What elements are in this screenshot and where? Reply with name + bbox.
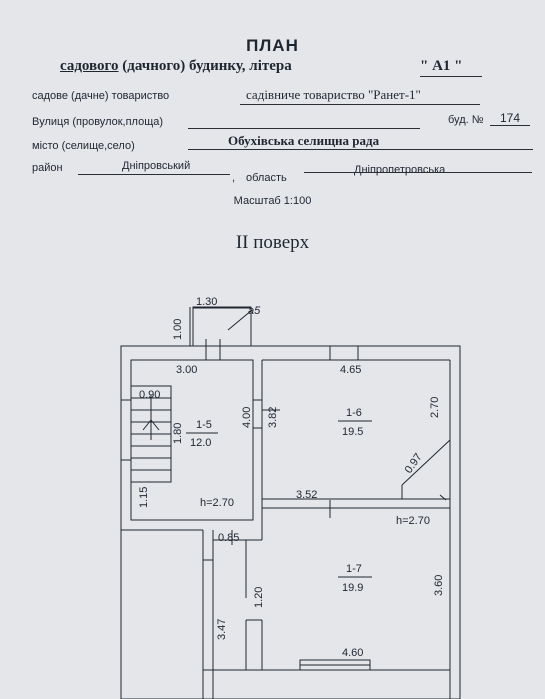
comma: , xyxy=(232,172,236,184)
scale-label: Масштаб 1:100 xyxy=(233,195,312,207)
room-1-6-corner xyxy=(401,439,451,486)
region-value: Дніпропетровська xyxy=(354,164,446,176)
porch-a5 xyxy=(192,306,252,347)
document-title: ПЛАН xyxy=(246,36,299,55)
building-value: 174 xyxy=(500,111,521,125)
district-label: район xyxy=(32,162,63,174)
dim-tick xyxy=(439,494,447,501)
stair-arrow-head xyxy=(142,419,160,431)
dim-room6-left: 3.82 xyxy=(267,407,279,428)
room-1-7-area: 19.9 xyxy=(342,582,363,594)
dim-room5-width: 3.00 xyxy=(176,364,197,376)
room-1-6-area: 19.5 xyxy=(342,426,363,438)
room67-height-label: h=2.70 xyxy=(396,515,430,527)
porch-label: а5 xyxy=(248,305,261,317)
room5-height-label: h=2.70 xyxy=(200,497,234,509)
subtitle-prefix: садового xyxy=(60,58,119,74)
dim-room5-height: 4.00 xyxy=(241,407,253,428)
window-left xyxy=(120,399,132,461)
outer-wall-outline xyxy=(120,345,461,699)
region-label: область xyxy=(246,172,287,184)
dim-stair-length: 1.80 xyxy=(172,423,184,444)
society-value: садівниче товариство "Ранет-1" xyxy=(246,87,421,102)
dim-room7-width: 4.60 xyxy=(342,647,363,659)
window-top xyxy=(329,345,359,361)
society-underline xyxy=(240,104,480,105)
street-underline xyxy=(188,128,420,129)
region-underline xyxy=(304,172,532,173)
room-1-6-number: 1-6 xyxy=(346,407,362,419)
document-subtitle: садового (дачного) будинку, літера xyxy=(60,58,292,75)
district-value: Дніпровський xyxy=(122,160,191,172)
dim-room6-width: 4.65 xyxy=(340,364,361,376)
floor-title: II поверх xyxy=(235,232,310,253)
dim-room6-right: 2.70 xyxy=(429,397,441,418)
building-underline xyxy=(490,125,530,126)
litera-value: " А1 " xyxy=(420,58,463,74)
litera-underline xyxy=(420,76,482,77)
dim-porch-depth: 1.00 xyxy=(172,319,184,340)
subtitle-middle: (дачного) будинку, літера xyxy=(118,58,292,74)
city-value: Обухівська селищна рада xyxy=(228,133,380,148)
room-1-7-number: 1-7 xyxy=(346,563,362,575)
window-left-lower xyxy=(202,559,214,671)
porch-leader xyxy=(227,309,253,331)
city-label: місто (селище,село) xyxy=(32,140,135,152)
dim-stair-width: 0.90 xyxy=(139,389,160,401)
society-label: садове (дачне) товариство xyxy=(32,90,170,102)
dim-porch-width: 1.30 xyxy=(196,296,217,308)
dim-room7-left-lower: 3.47 xyxy=(216,619,228,640)
dim-room7-left-upper: 1.20 xyxy=(253,587,265,608)
room-1-5-area: 12.0 xyxy=(190,437,211,449)
room-1-5-number: 1-5 xyxy=(196,419,212,431)
street-label: Вулиця (провулок,площа) xyxy=(32,116,164,128)
dim-room6-bottom: 3.52 xyxy=(296,489,317,501)
building-label: буд. № xyxy=(448,114,484,126)
district-underline xyxy=(78,174,230,175)
dim-stair-bottom: 1.15 xyxy=(138,487,150,508)
city-underline xyxy=(188,149,533,150)
dim-room7-right: 3.60 xyxy=(433,575,445,596)
dim-room6-diag: 0.97 xyxy=(403,451,425,475)
door-5-6 xyxy=(252,399,263,429)
dim-room7-notch: 0.85 xyxy=(218,532,239,544)
